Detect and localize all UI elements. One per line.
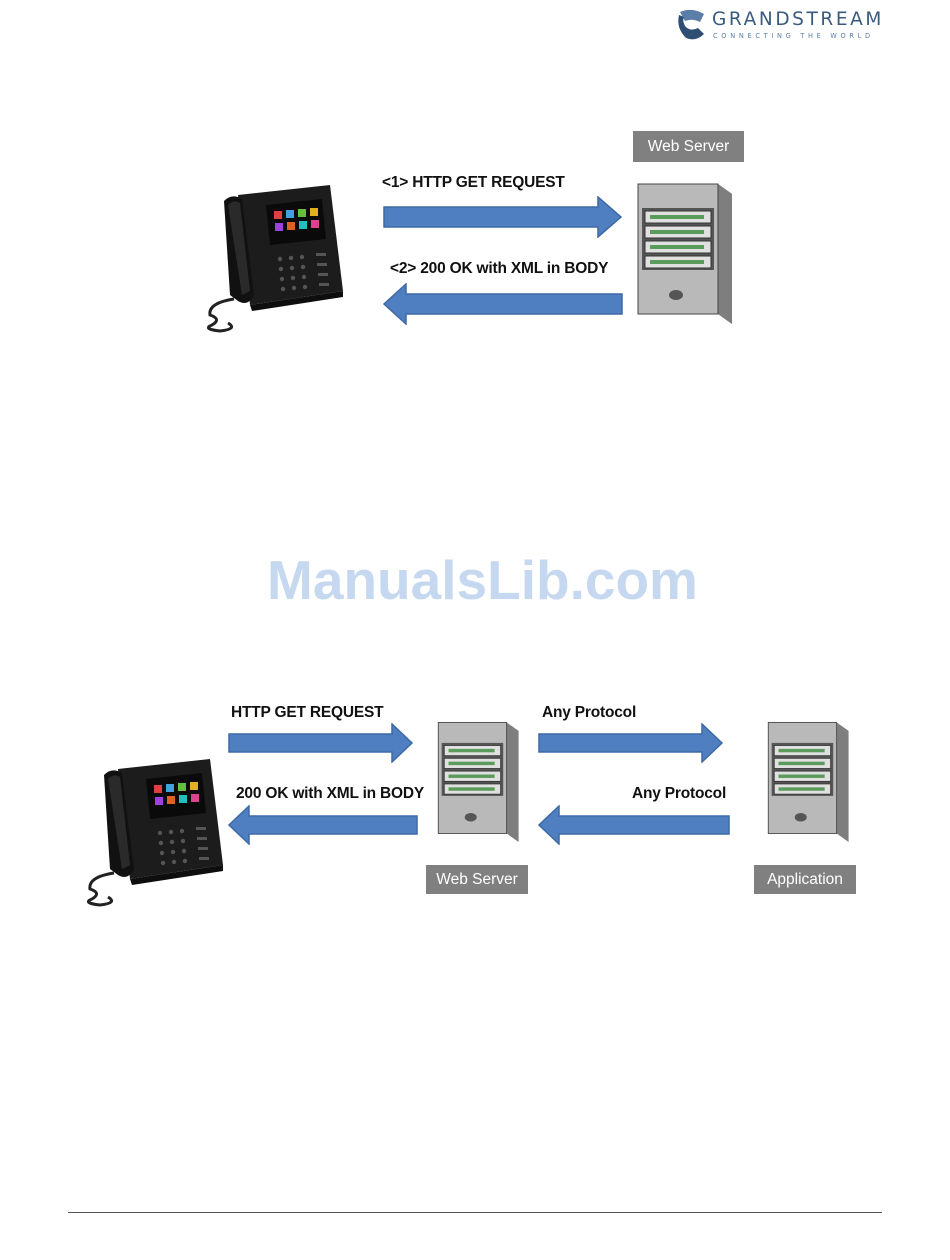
any-protocol-bottom-label: Any Protocol	[632, 785, 726, 803]
web-server-label-box: Web Server	[633, 131, 744, 162]
web-server-icon	[428, 713, 522, 848]
response-arrow-left	[383, 283, 623, 325]
200-ok-label: <2> 200 OK with XML in BODY	[390, 260, 608, 278]
http-get-request-label: HTTP GET REQUEST	[231, 704, 383, 722]
ip-phone-image	[78, 757, 228, 907]
request-arrow-right	[228, 723, 414, 763]
manualslib-watermark: ManualsLib.com	[0, 548, 950, 612]
web-server-label-box: Web Server	[426, 865, 528, 894]
ip-phone-image	[198, 183, 348, 333]
web-server-icon	[626, 178, 736, 326]
any-protocol-top-label: Any Protocol	[542, 704, 636, 722]
http-get-request-label: <1> HTTP GET REQUEST	[382, 174, 565, 192]
application-server-icon	[758, 713, 852, 848]
grandstream-logo-icon	[676, 8, 708, 42]
request-arrow-right	[383, 196, 623, 238]
application-label-box: Application	[754, 865, 856, 894]
footer-divider	[68, 1212, 882, 1213]
grandstream-logo: GRANDSTREAM CONNECTING THE WORLD	[676, 8, 888, 44]
brand-name: GRANDSTREAM	[712, 9, 884, 30]
response-arrow-left	[228, 805, 418, 845]
protocol-arrow-right	[538, 723, 724, 763]
200-ok-label: 200 OK with XML in BODY	[236, 785, 424, 803]
protocol-arrow-left	[538, 805, 730, 845]
brand-tagline: CONNECTING THE WORLD	[713, 32, 874, 40]
